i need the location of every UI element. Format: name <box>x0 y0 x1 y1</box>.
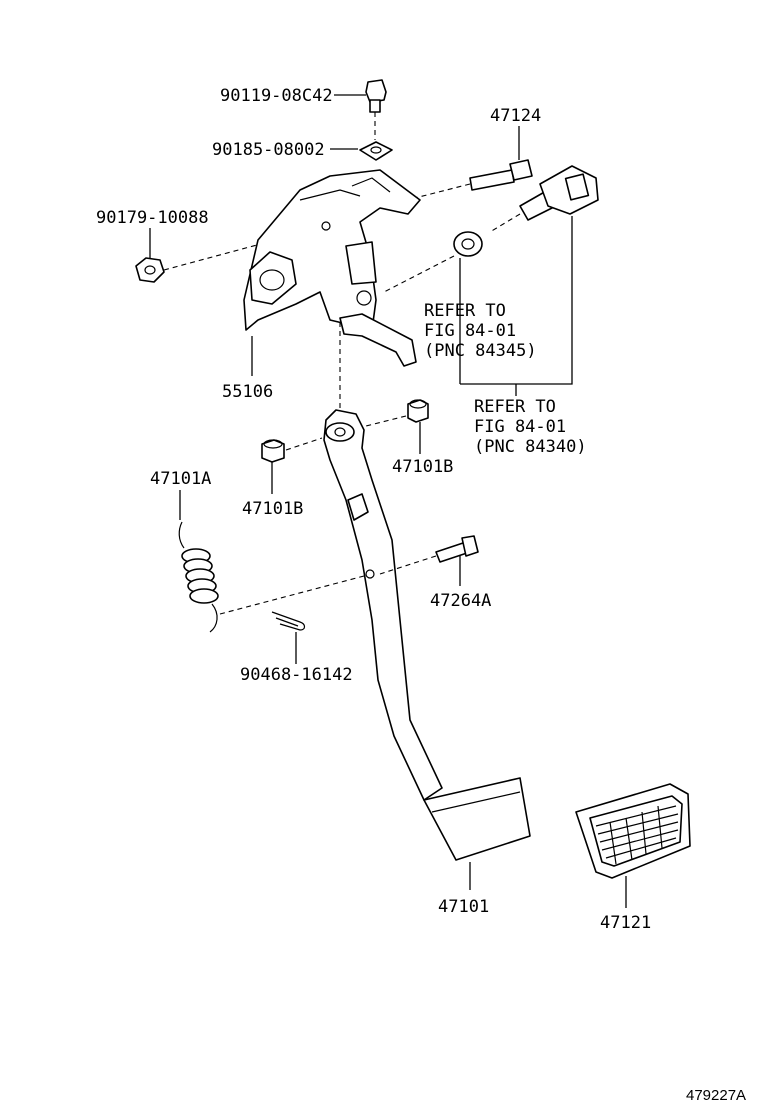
nut-90185-icon <box>359 141 393 161</box>
dash-switch <box>489 213 521 233</box>
ref-84345-line1: REFER TO <box>424 301 506 321</box>
label-90468: 90468-16142 <box>240 665 353 685</box>
ref-84340-line1: REFER TO <box>474 397 556 417</box>
cushion-84345-icon <box>453 231 483 257</box>
label-47121: 47121 <box>600 913 651 933</box>
ref-84340-line3: (PNC 84340) <box>474 437 587 457</box>
bushing-47101B-left-icon <box>261 439 285 463</box>
ref-84345-line3: (PNC 84345) <box>424 341 537 361</box>
pedal-bracket-55106-icon <box>243 169 421 367</box>
label-55106: 55106 <box>222 382 273 402</box>
bolt-47124-icon <box>469 159 533 191</box>
label-47101B-left: 47101B <box>242 499 303 519</box>
label-90179: 90179-10088 <box>96 208 209 228</box>
dash-bushing-right <box>357 415 407 429</box>
dash-spring <box>219 575 365 615</box>
bolt-90119-icon <box>365 79 387 140</box>
leader-84340 <box>460 216 573 385</box>
ref-84345-line2: FIG 84-01 <box>424 321 516 341</box>
label-90185: 90185-08002 <box>212 140 325 160</box>
dash-47124 <box>414 183 471 199</box>
label-90119: 90119-08C42 <box>220 86 333 106</box>
label-47124: 47124 <box>490 106 541 126</box>
pin-47264A-icon <box>435 535 479 563</box>
label-47101B-right: 47101B <box>392 457 453 477</box>
label-47264A: 47264A <box>430 591 491 611</box>
stop-lamp-switch-icon <box>519 165 599 221</box>
nut-90179-icon <box>135 257 165 283</box>
dash-cushion <box>383 255 455 293</box>
label-47101A: 47101A <box>150 469 211 489</box>
figure-id: 479227A <box>686 1087 746 1104</box>
return-spring-47101A-icon <box>178 521 219 633</box>
label-47101: 47101 <box>438 897 489 917</box>
bushing-47101B-right-icon <box>407 399 429 423</box>
clip-90468-icon <box>271 611 306 631</box>
dash-pin <box>379 555 437 575</box>
ref-84340-line2: FIG 84-01 <box>474 417 566 437</box>
pedal-pad-47121-icon <box>575 783 691 879</box>
brake-pedal-47101-icon <box>323 409 531 861</box>
dash-bushing-left <box>285 437 323 451</box>
